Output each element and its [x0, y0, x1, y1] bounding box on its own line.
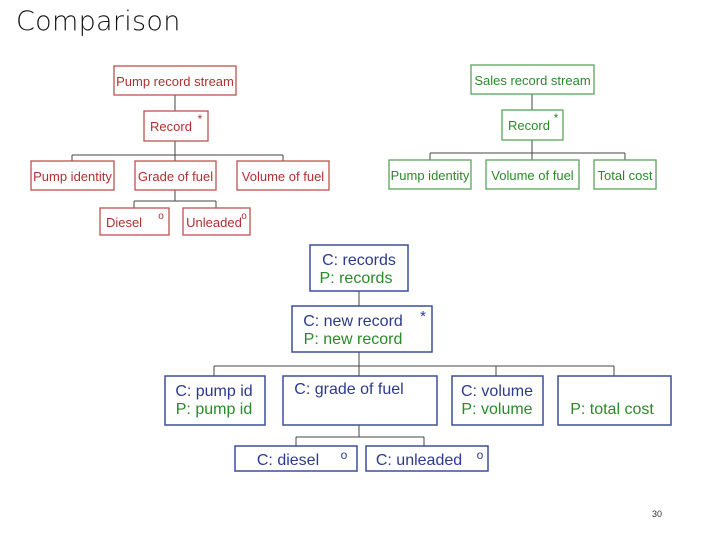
merged-tree-connectors — [213, 291, 615, 446]
pump-diesel-box: Diesel o — [99, 207, 170, 236]
sales-record-tree: Sales record stream Record * Pump identi… — [388, 64, 657, 190]
pump-unleaded-selection-mark: o — [241, 211, 247, 222]
merged-diesel-box: C: diesel o — [234, 445, 358, 472]
sales-cost-label: Total cost — [598, 168, 653, 183]
merged-volume-box: C: volume P: volume — [451, 375, 544, 426]
merged-record-box: C: new record P: new record * — [291, 305, 433, 353]
sales-root-box: Sales record stream — [470, 64, 595, 95]
merged-pump-id-box: C: pump id P: pump id — [164, 375, 266, 426]
merged-record-iteration-mark: * — [420, 308, 426, 325]
pump-grade-box: Grade of fuel — [134, 160, 217, 191]
pump-root-label: Pump record stream — [116, 74, 234, 89]
sales-identity-box: Pump identity — [388, 159, 472, 190]
slide-title: Comparison — [16, 6, 181, 37]
pump-record-tree: Pump record stream Record * Pump identit… — [30, 65, 330, 236]
pump-record-iteration-mark: * — [198, 112, 203, 126]
merged-unleaded-selection-mark: o — [477, 448, 484, 462]
pump-root-box: Pump record stream — [113, 65, 237, 96]
pump-unleaded-box: Unleaded o — [182, 207, 251, 236]
sales-identity-label: Pump identity — [391, 168, 470, 183]
pump-record-box: Record * — [143, 110, 209, 142]
merged-tree: C: records P: records C: new record P: n… — [164, 244, 672, 472]
pump-tree-connectors — [71, 95, 284, 208]
merged-unleaded-label: C: unleaded — [376, 452, 462, 469]
merged-unleaded-box: C: unleaded o — [365, 445, 489, 472]
sales-root-label: Sales record stream — [474, 73, 590, 88]
merged-cost-p-label: P: total cost — [570, 401, 654, 418]
merged-volume-c-label: C: volume — [461, 383, 533, 400]
merged-volume-p-label: P: volume — [461, 401, 532, 418]
pump-volume-label: Volume of fuel — [242, 169, 324, 184]
page-number: 30 — [652, 509, 663, 519]
sales-volume-box: Volume of fuel — [485, 159, 580, 190]
merged-pump-id-c-label: C: pump id — [175, 383, 252, 400]
merged-root-c-label: C: records — [322, 252, 396, 269]
merged-grade-box: C: grade of fuel — [282, 375, 438, 426]
sales-volume-label: Volume of fuel — [491, 168, 573, 183]
sales-record-iteration-mark: * — [554, 111, 559, 125]
pump-identity-label: Pump identity — [33, 169, 112, 184]
pump-identity-box: Pump identity — [30, 160, 115, 191]
merged-diesel-label: C: diesel — [257, 452, 319, 469]
pump-grade-label: Grade of fuel — [138, 169, 213, 184]
merged-pump-id-p-label: P: pump id — [176, 401, 252, 418]
pump-diesel-label: Diesel — [106, 215, 142, 230]
merged-root-box: C: records P: records — [309, 244, 409, 292]
sales-cost-box: Total cost — [593, 159, 657, 190]
merged-root-p-label: P: records — [320, 270, 393, 287]
merged-diesel-selection-mark: o — [341, 448, 348, 462]
pump-diesel-selection-mark: o — [158, 211, 164, 222]
merged-grade-c-label: C: grade of fuel — [294, 381, 403, 398]
pump-unleaded-label: Unleaded — [186, 215, 242, 230]
merged-record-c-label: C: new record — [303, 313, 403, 330]
merged-record-p-label: P: new record — [304, 331, 403, 348]
sales-record-box: Record * — [501, 109, 564, 141]
pump-volume-box: Volume of fuel — [236, 160, 330, 191]
merged-cost-box: P: total cost — [557, 375, 672, 426]
sales-record-label: Record — [508, 118, 550, 133]
pump-record-label: Record — [150, 119, 192, 134]
sales-tree-connectors — [429, 94, 626, 160]
